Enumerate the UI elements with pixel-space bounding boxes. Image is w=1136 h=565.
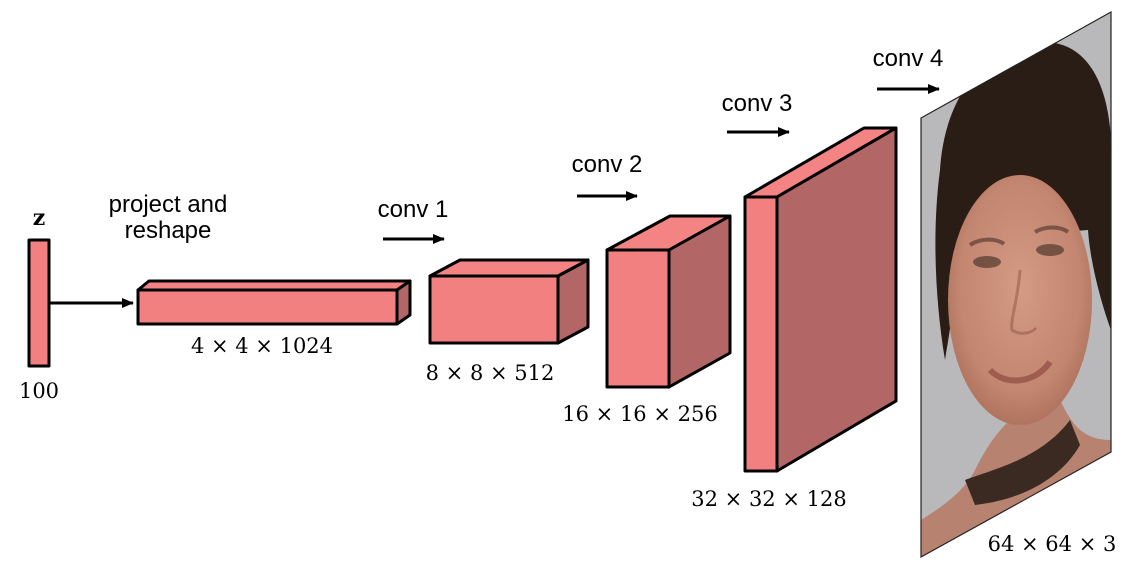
conv-4-label: conv 4 <box>873 45 944 72</box>
conv-2-label: conv 2 <box>572 151 643 178</box>
conv-1-label: conv 1 <box>378 196 449 223</box>
block-4x4x1024 <box>136 279 412 326</box>
conv-3-label: conv 3 <box>722 90 793 117</box>
block-16x16x256 <box>605 214 732 389</box>
block-2-dims: 8 × 8 × 512 <box>426 361 555 385</box>
block-32x32x128 <box>743 126 898 473</box>
block-1-dims: 4 × 4 × 1024 <box>191 334 333 358</box>
output-face-image <box>920 10 1112 559</box>
project-label-line-2: reshape <box>125 217 212 244</box>
input-size-label: 100 <box>19 379 59 403</box>
block-3-dims: 16 × 16 × 256 <box>562 402 717 426</box>
block-8x8x512 <box>428 258 590 345</box>
block-4-dims: 32 × 32 × 128 <box>691 487 846 511</box>
input-symbol: z <box>33 205 46 231</box>
input-vector <box>27 238 51 368</box>
output-dims: 64 × 64 × 3 <box>988 532 1117 556</box>
project-label-line-1: project and <box>109 191 228 218</box>
